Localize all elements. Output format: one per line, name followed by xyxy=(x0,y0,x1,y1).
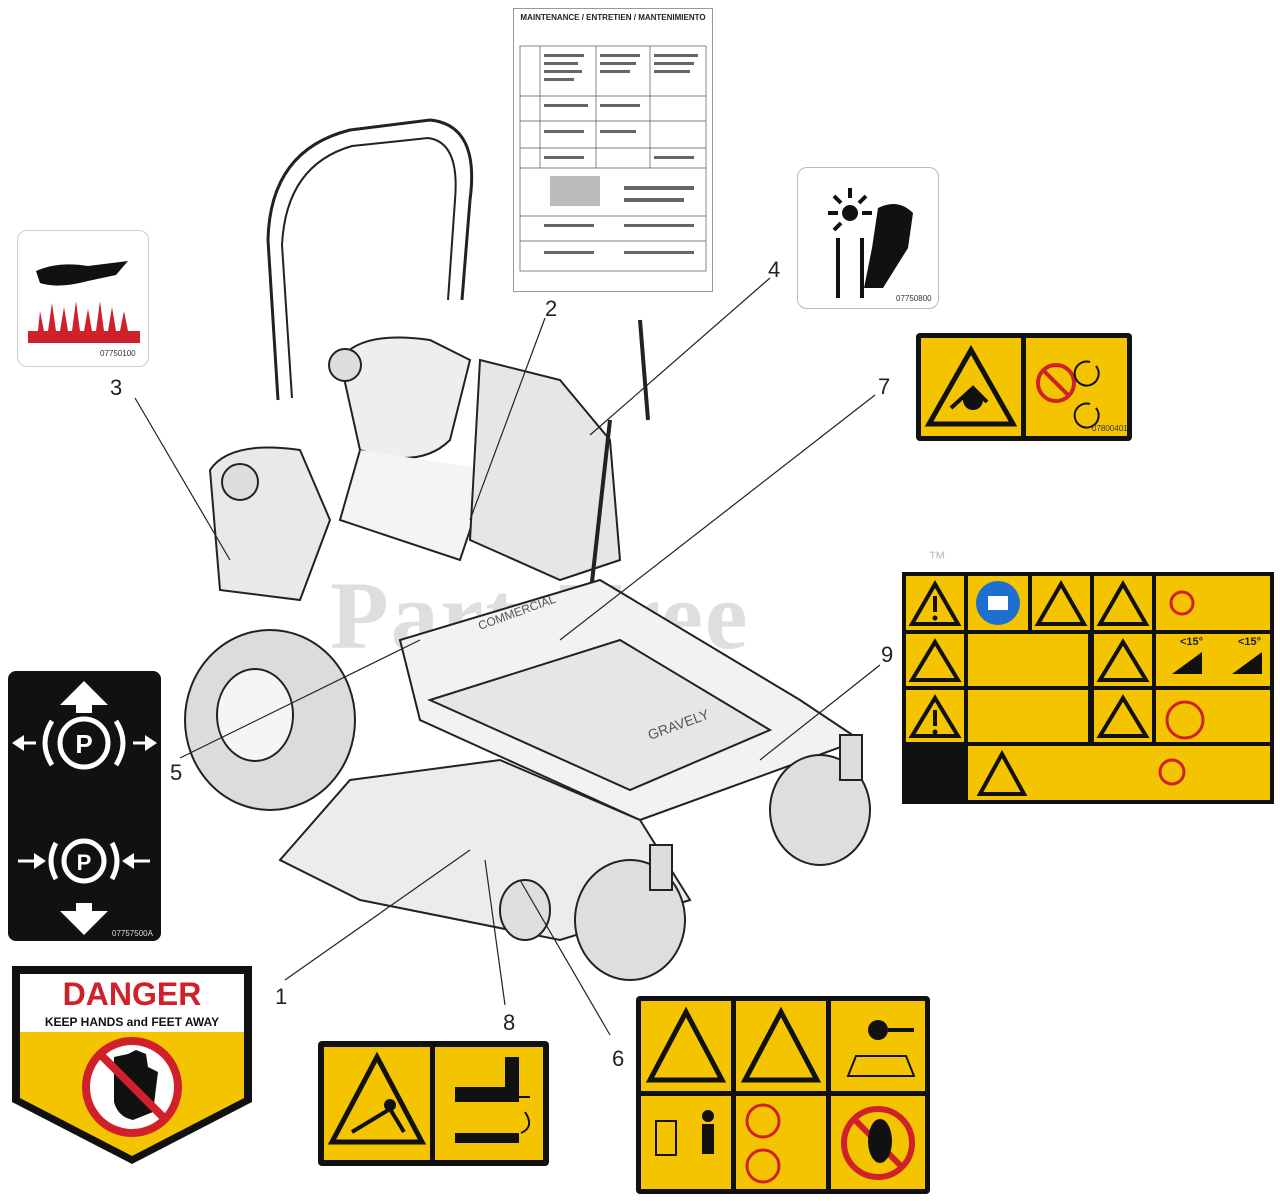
thrown-objects-icon xyxy=(327,1051,427,1145)
svg-text:P: P xyxy=(77,850,92,875)
hot-surface-icon xyxy=(28,261,140,343)
callout-6: 6 xyxy=(612,1046,625,1071)
operator-safety-icons xyxy=(641,1001,925,1189)
hand-entanglement-icon xyxy=(828,188,913,298)
maintenance-table xyxy=(519,45,707,272)
decal-maintenance: MAINTENANCE / ENTRETIEN / MANTENIMIENTO xyxy=(513,8,713,292)
no-hands-icon xyxy=(1036,360,1100,429)
slope-icon xyxy=(1172,652,1262,674)
parking-brake-icon: P P xyxy=(12,681,157,935)
callout-2: 2 xyxy=(545,296,558,321)
slope-limit-right: <15° xyxy=(1238,636,1262,648)
danger-heading: DANGER xyxy=(62,976,202,1012)
decal-hand-entanglement: 07750800 xyxy=(797,167,939,309)
mower-illustration: GRAVELY COMMERCIAL xyxy=(184,118,871,981)
maintenance-title: MAINTENANCE / ENTRETIEN / MANTENIMIENTO xyxy=(520,13,706,22)
trademark-symbol: ™ xyxy=(928,548,946,568)
callout-1: 1 xyxy=(275,984,288,1009)
callout-5: 5 xyxy=(170,760,183,785)
decal-operator-safety xyxy=(636,996,930,1194)
callout-7: 7 xyxy=(878,374,891,399)
deck-lift-icon xyxy=(455,1057,531,1143)
safety-grid-icons xyxy=(906,576,1270,800)
slope-limit-left: <15° xyxy=(1180,636,1204,648)
callout-9: 9 xyxy=(881,642,894,667)
danger-subheading: KEEP HANDS and FEET AWAY xyxy=(44,1015,220,1029)
decal-danger: DANGER KEEP HANDS and FEET AWAY xyxy=(8,962,256,1168)
decal-safety-grid: <15° <15° xyxy=(902,572,1274,804)
decal-parking-brake: P P 07757500A xyxy=(8,671,161,941)
decal-hot-surface: 07750100 xyxy=(17,230,149,367)
callout-3: 3 xyxy=(110,375,123,400)
callout-8: 8 xyxy=(503,1010,516,1035)
decal-thrown-objects xyxy=(318,1041,549,1166)
decal-rollover-hand: 07800401 xyxy=(916,333,1132,441)
callout-4: 4 xyxy=(768,257,781,282)
svg-text:P: P xyxy=(75,729,92,759)
warning-triangle-icon xyxy=(924,344,1018,427)
